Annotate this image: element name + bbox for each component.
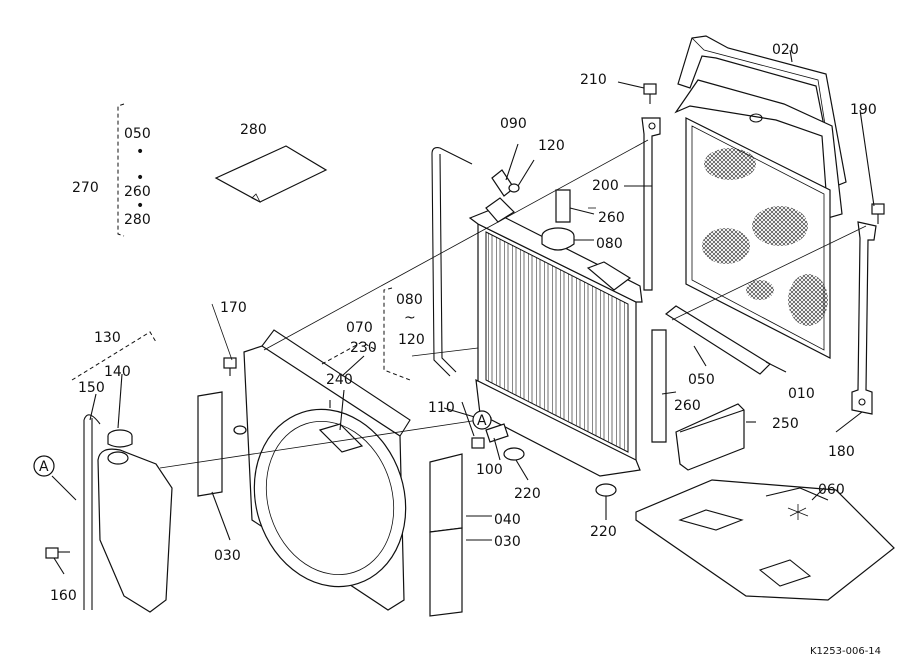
- label-040: 040: [494, 512, 521, 528]
- label-080-bracket: 080: [396, 292, 423, 308]
- label-110: 110: [428, 400, 455, 416]
- fan-shroud: [233, 329, 411, 611]
- seal-030-left: [197, 391, 223, 497]
- label-010: 010: [788, 386, 815, 402]
- bolt-170: [223, 357, 237, 376]
- label-280-bracket: 280: [124, 212, 151, 228]
- label-210: 210: [580, 72, 607, 88]
- bolt-190: [871, 203, 885, 224]
- label-180: 180: [828, 444, 855, 460]
- label-030-right: 030: [494, 534, 521, 550]
- cushion-220-a: [503, 447, 525, 461]
- label-020: 020: [772, 42, 799, 58]
- bolt-210: [643, 83, 657, 104]
- seal-040: [429, 453, 463, 533]
- label-120-bracket: 120: [398, 332, 425, 348]
- ref-label-a-1: A: [39, 459, 49, 475]
- seal-260-top: [555, 189, 571, 223]
- reservoir-hose: [83, 414, 101, 610]
- label-100: 100: [476, 462, 503, 478]
- seal-030-right: [429, 527, 463, 617]
- seal-250: [675, 403, 745, 471]
- label-140: 140: [104, 364, 131, 380]
- label-260-bracket: 260: [124, 184, 151, 200]
- label-130: 130: [94, 330, 121, 346]
- label-260-right: 260: [674, 398, 701, 414]
- label-030-left: 030: [214, 548, 241, 564]
- label-280: 280: [240, 122, 267, 138]
- label-070: 070: [346, 320, 373, 336]
- label-050: 050: [688, 372, 715, 388]
- label-sheet: [214, 145, 328, 203]
- bracket-dot-3: •: [136, 198, 144, 214]
- label-240: 240: [326, 372, 353, 388]
- ref-circle-a-1: [33, 455, 55, 477]
- label-250: 250: [772, 416, 799, 432]
- label-tilde: ~: [404, 310, 416, 326]
- label-230: 230: [350, 340, 377, 356]
- stay-right: [851, 221, 877, 415]
- label-270: 270: [72, 180, 99, 196]
- seal-260-right: [651, 329, 667, 443]
- radiator-core: [468, 197, 643, 477]
- hose-clamp: [508, 183, 520, 193]
- upper-hose: [491, 169, 515, 197]
- label-050-bracket: 050: [124, 126, 151, 142]
- label-090: 090: [500, 116, 527, 132]
- label-220-b: 220: [590, 524, 617, 540]
- label-160: 160: [50, 588, 77, 604]
- top-cover: [674, 79, 843, 219]
- label-260-top: 260: [598, 210, 625, 226]
- stay-left: [641, 117, 661, 291]
- radiator-screen: [685, 117, 831, 359]
- label-150: 150: [78, 380, 105, 396]
- reservoir-tank: [97, 429, 173, 613]
- label-220-a: 220: [514, 486, 541, 502]
- ref-circle-a-2: [472, 410, 492, 430]
- label-120: 120: [538, 138, 565, 154]
- bracket-dot-1: •: [136, 144, 144, 160]
- radiator-cap: [541, 227, 575, 251]
- label-200: 200: [592, 178, 619, 194]
- drain-plug-110: [471, 437, 485, 449]
- label-170: 170: [220, 300, 247, 316]
- cock-100: [485, 423, 509, 443]
- leader-lines: [51, 49, 875, 575]
- drawing-code: K1253-006-14: [810, 646, 881, 657]
- cushion-220-b: [595, 483, 617, 497]
- bolt-160: [45, 547, 70, 559]
- overflow-hose: [431, 147, 473, 377]
- bracket-lines: [71, 103, 411, 381]
- label-060: 060: [818, 482, 845, 498]
- undercover-sheet: [635, 479, 895, 601]
- label-190: 190: [850, 102, 877, 118]
- ref-label-a-2: A: [477, 413, 487, 429]
- label-080: 080: [596, 236, 623, 252]
- bracket-dot-2: •: [136, 170, 144, 186]
